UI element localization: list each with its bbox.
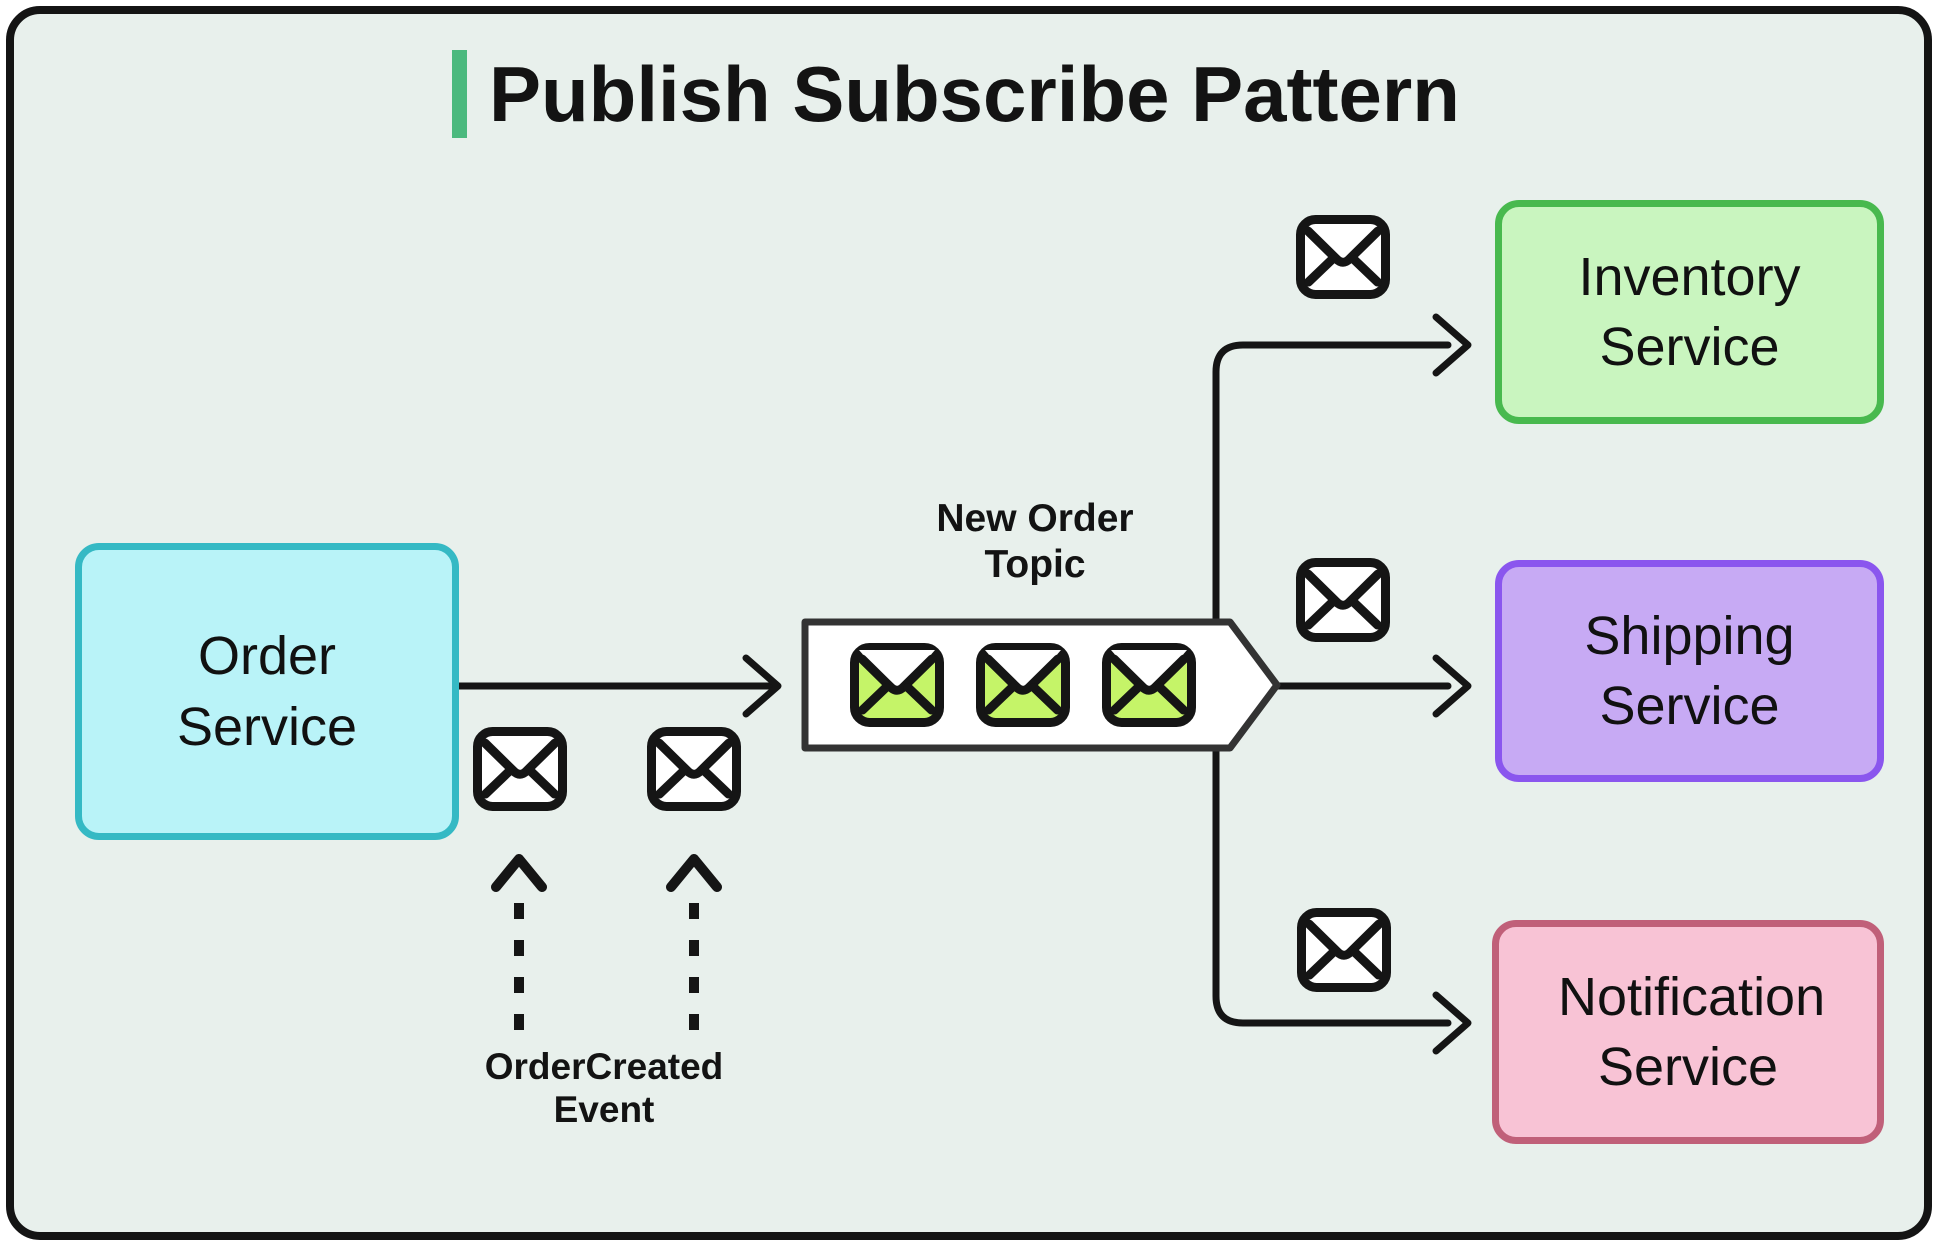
- envelope-icon: [1301, 563, 1386, 638]
- event-label: OrderCreated Event: [484, 1046, 724, 1130]
- node-label: Inventory Service: [1578, 246, 1801, 377]
- page-title: Publish Subscribe Pattern: [489, 50, 1460, 138]
- title-accent-bar: [452, 50, 467, 138]
- topic-label: New Order Topic: [936, 497, 1134, 586]
- arrow-publish: [445, 654, 782, 718]
- node-label: Shipping Service: [1584, 605, 1795, 736]
- node-order-service: Order Service: [75, 543, 459, 840]
- node-notification-service: Notification Service: [1492, 920, 1884, 1144]
- envelope-icon: [478, 732, 563, 807]
- node-label: Order Service: [176, 626, 358, 757]
- node-label: Notification Service: [1558, 966, 1826, 1097]
- node-inventory-service: Inventory Service: [1495, 200, 1884, 424]
- dashed-arrow-event-1: [491, 854, 547, 1030]
- diagram-header: Publish Subscribe Pattern: [452, 50, 1460, 138]
- envelope-icon: [1302, 913, 1387, 988]
- envelope-icon-green: [981, 648, 1066, 723]
- dashed-arrow-event-2: [666, 854, 722, 1030]
- envelope-icon: [1301, 220, 1386, 295]
- envelope-icon-green: [1107, 648, 1192, 723]
- envelope-icon: [652, 732, 737, 807]
- arrow-to-shipping: [1273, 654, 1472, 718]
- node-shipping-service: Shipping Service: [1495, 560, 1884, 782]
- envelope-icon-green: [855, 648, 940, 723]
